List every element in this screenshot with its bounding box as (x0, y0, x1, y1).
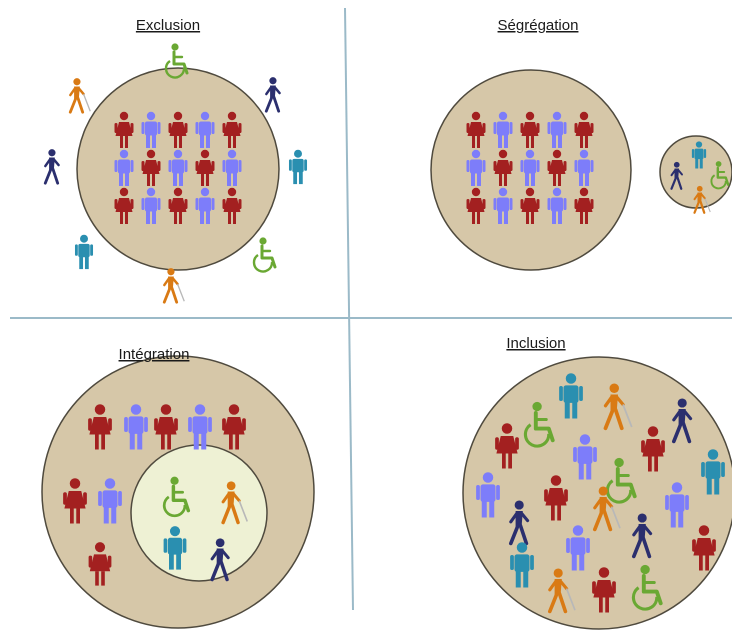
blind-walker-icon (68, 78, 91, 114)
man-figure-icon (288, 149, 308, 185)
man-figure-icon (573, 434, 597, 480)
woman-figure-icon (493, 149, 513, 186)
wheelchair-user-icon (710, 161, 730, 190)
woman-figure-icon (141, 149, 161, 186)
woman-figure-icon (495, 423, 519, 469)
woman-figure-icon (466, 187, 486, 224)
integration-inner-circle (130, 444, 268, 582)
woman-figure-icon (195, 149, 215, 186)
woman-figure-icon (692, 525, 716, 571)
segregation-title: Ségrégation (498, 17, 579, 34)
woman-figure-icon (154, 404, 178, 450)
woman-figure-icon (520, 187, 540, 224)
walking-figure-icon (264, 77, 281, 113)
blind-walker-icon (592, 486, 621, 532)
woman-figure-icon (88, 404, 112, 450)
man-figure-icon (222, 149, 242, 186)
man-figure-icon (195, 187, 215, 224)
man-figure-icon (665, 482, 689, 528)
man-figure-icon (493, 187, 513, 224)
blind-walker-icon (603, 383, 633, 431)
blind-walker-icon (221, 481, 249, 525)
woman-figure-icon (222, 187, 242, 224)
man-figure-icon (559, 373, 583, 419)
woman-figure-icon (222, 404, 246, 450)
woman-figure-icon (168, 111, 188, 148)
vertical-divider (344, 7, 354, 611)
man-figure-icon (466, 149, 486, 186)
walking-figure-icon (631, 513, 653, 559)
walking-figure-icon (671, 398, 693, 444)
wheelchair-user-icon (162, 476, 191, 518)
man-figure-icon (566, 525, 590, 571)
blind-walker-icon (547, 568, 576, 614)
woman-figure-icon (88, 542, 112, 586)
walking-figure-icon (670, 161, 683, 190)
exclusion-title: Exclusion (136, 17, 200, 34)
man-figure-icon (701, 449, 725, 495)
walking-figure-icon (210, 538, 230, 582)
woman-figure-icon (168, 187, 188, 224)
walking-figure-icon (43, 149, 60, 185)
man-figure-icon (510, 542, 534, 588)
man-figure-icon (691, 141, 707, 169)
woman-figure-icon (574, 111, 594, 148)
man-figure-icon (74, 234, 94, 270)
woman-figure-icon (520, 111, 540, 148)
woman-figure-icon (544, 475, 568, 521)
man-figure-icon (195, 111, 215, 148)
man-figure-icon (574, 149, 594, 186)
man-figure-icon (114, 149, 134, 186)
woman-figure-icon (63, 478, 87, 524)
blind-walker-icon (162, 268, 185, 304)
woman-figure-icon (641, 426, 665, 472)
man-figure-icon (141, 187, 161, 224)
wheelchair-user-icon (523, 401, 555, 448)
man-figure-icon (168, 149, 188, 186)
man-figure-icon (141, 111, 161, 148)
woman-figure-icon (547, 149, 567, 186)
man-figure-icon (547, 111, 567, 148)
wheelchair-user-icon (164, 43, 189, 79)
woman-figure-icon (574, 187, 594, 224)
woman-figure-icon (222, 111, 242, 148)
man-figure-icon (98, 478, 122, 524)
wheelchair-user-icon (605, 457, 637, 504)
woman-figure-icon (466, 111, 486, 148)
woman-figure-icon (114, 187, 134, 224)
man-figure-icon (547, 187, 567, 224)
walking-figure-icon (508, 500, 530, 546)
man-figure-icon (476, 472, 500, 518)
man-figure-icon (163, 526, 187, 570)
man-figure-icon (520, 149, 540, 186)
woman-figure-icon (114, 111, 134, 148)
wheelchair-user-icon (631, 564, 663, 611)
man-figure-icon (124, 404, 148, 450)
woman-figure-icon (592, 567, 616, 613)
blind-walker-icon (693, 185, 711, 214)
integration-title: Intégration (119, 346, 190, 363)
man-figure-icon (188, 404, 212, 450)
man-figure-icon (493, 111, 513, 148)
figures-layer (43, 43, 730, 614)
inclusion-title: Inclusion (506, 335, 565, 352)
wheelchair-user-icon (252, 237, 277, 273)
